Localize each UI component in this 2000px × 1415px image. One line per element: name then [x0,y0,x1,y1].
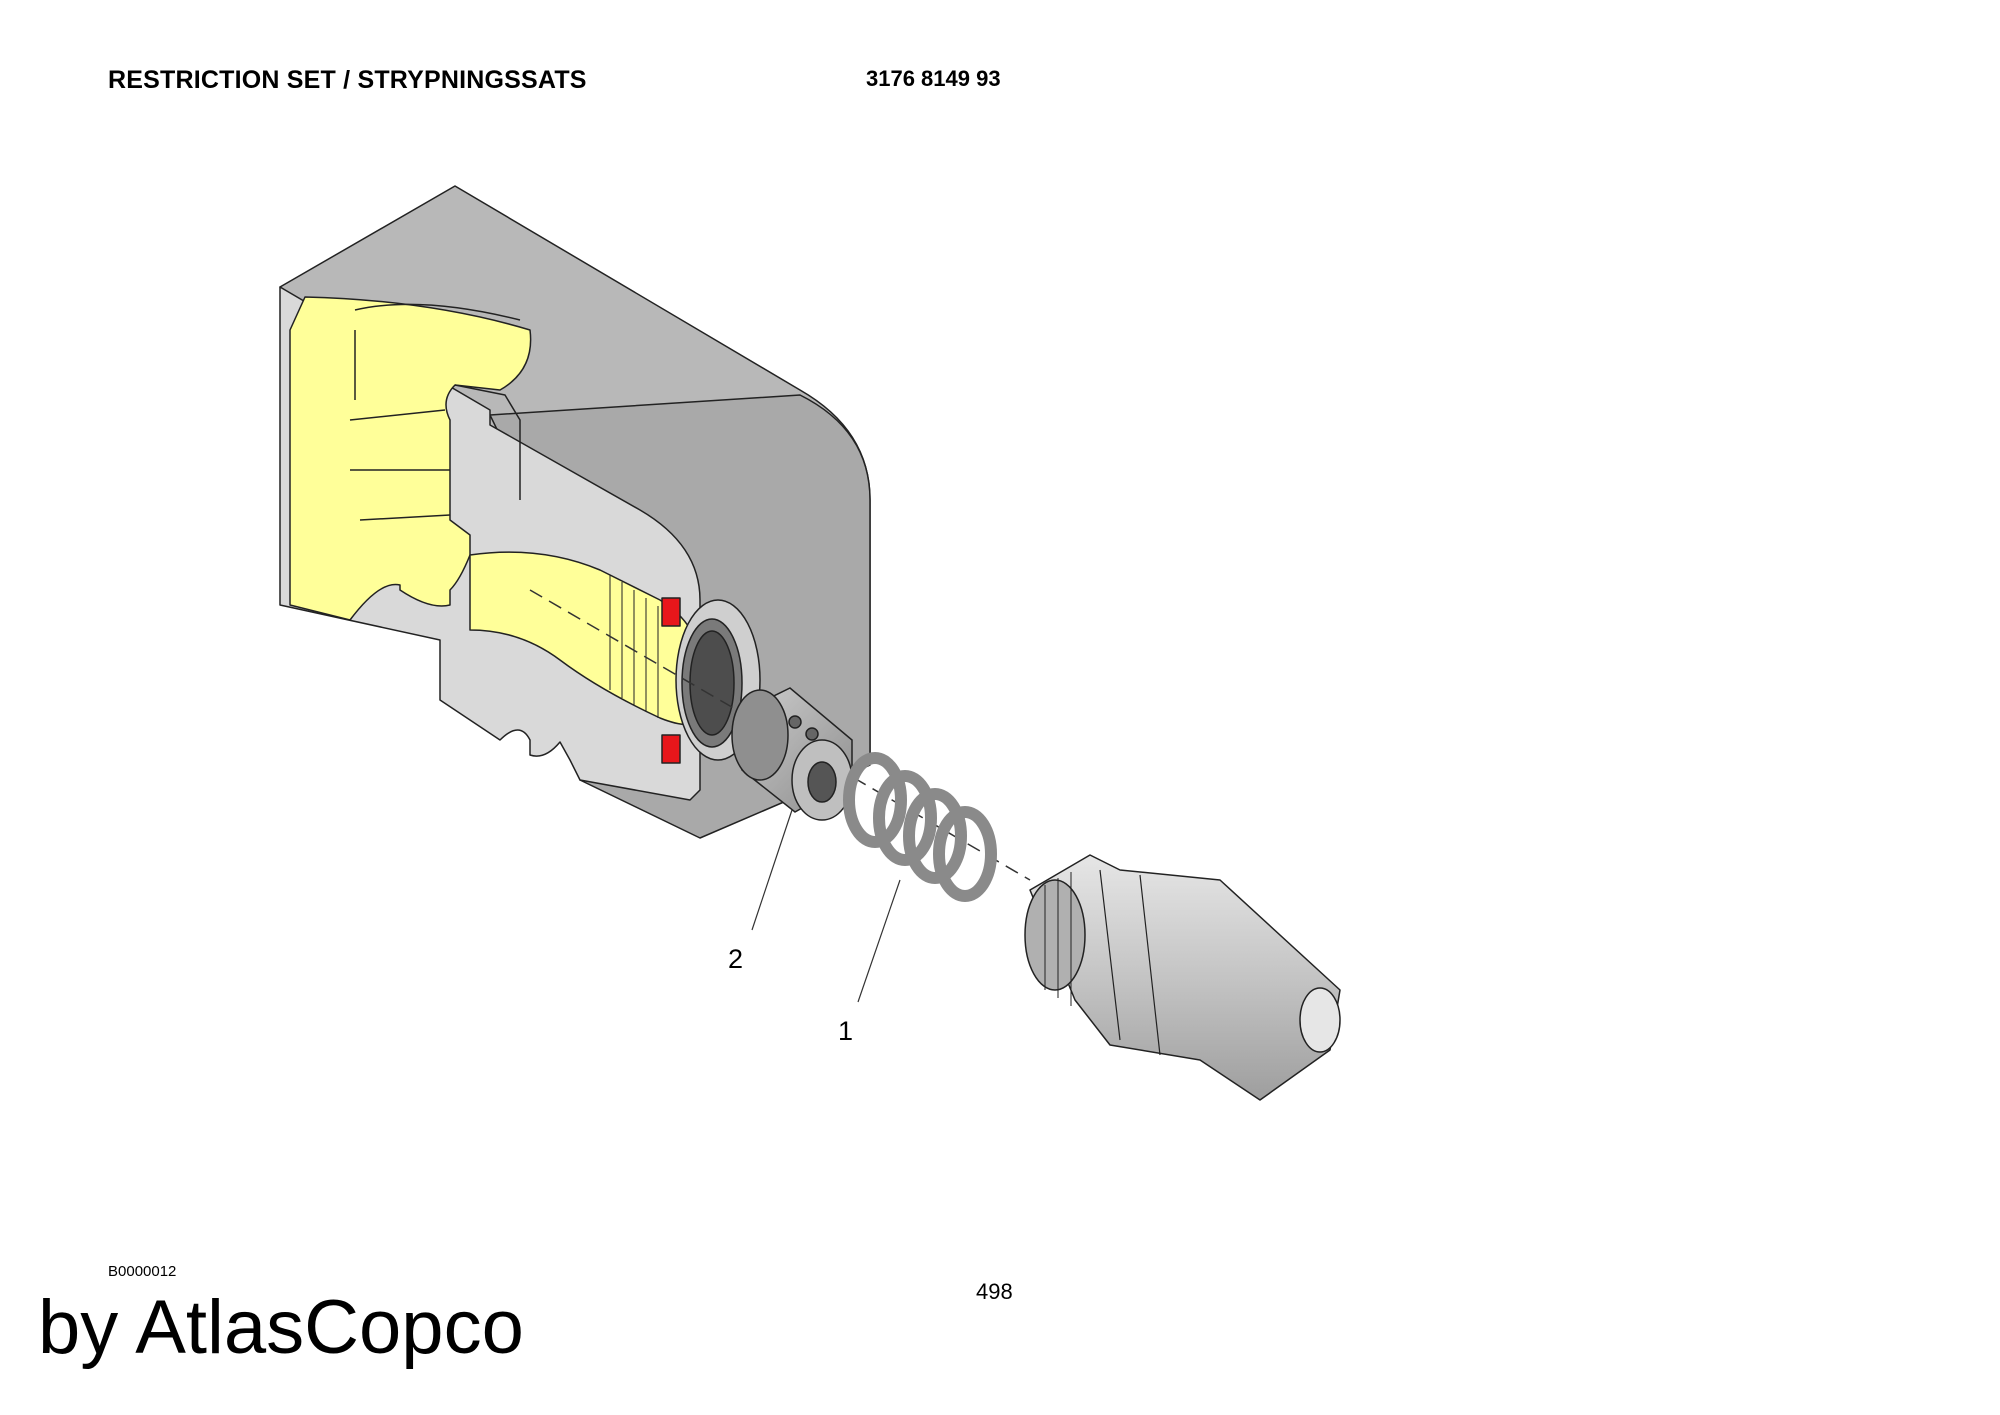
callout-1: 1 [838,1016,854,1046]
restrictor-part [731,687,853,821]
callout-2: 2 [728,944,744,974]
spring-part [843,752,997,902]
seal-ring-bottom [661,734,681,764]
page-number: 498 [976,1279,1013,1304]
leader-line-2 [751,809,793,931]
plug-fitting [1024,854,1341,1101]
brand-label: by AtlasCopco [38,1285,524,1370]
part-number: 3176 8149 93 [866,66,1001,91]
page-title: RESTRICTION SET / STRYPNINGSSATS [108,66,587,94]
flow-passage [289,296,532,621]
drawing-code: B0000012 [108,1263,177,1280]
seal-ring-top [661,597,681,627]
valve-housing [279,185,871,839]
leader-line-1 [857,879,901,1003]
